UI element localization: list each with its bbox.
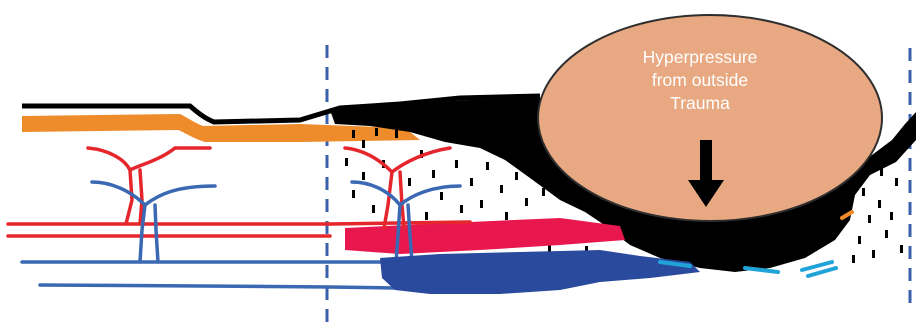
artery-lines xyxy=(8,148,470,236)
pooled-vein-mass xyxy=(380,250,700,294)
label-line-1: Hyperpressure xyxy=(582,46,818,69)
label-line-3: Trauma xyxy=(582,92,818,115)
label-line-2: from outside xyxy=(582,69,818,92)
pressure-label: Hyperpressure from outside Trauma xyxy=(582,46,818,115)
